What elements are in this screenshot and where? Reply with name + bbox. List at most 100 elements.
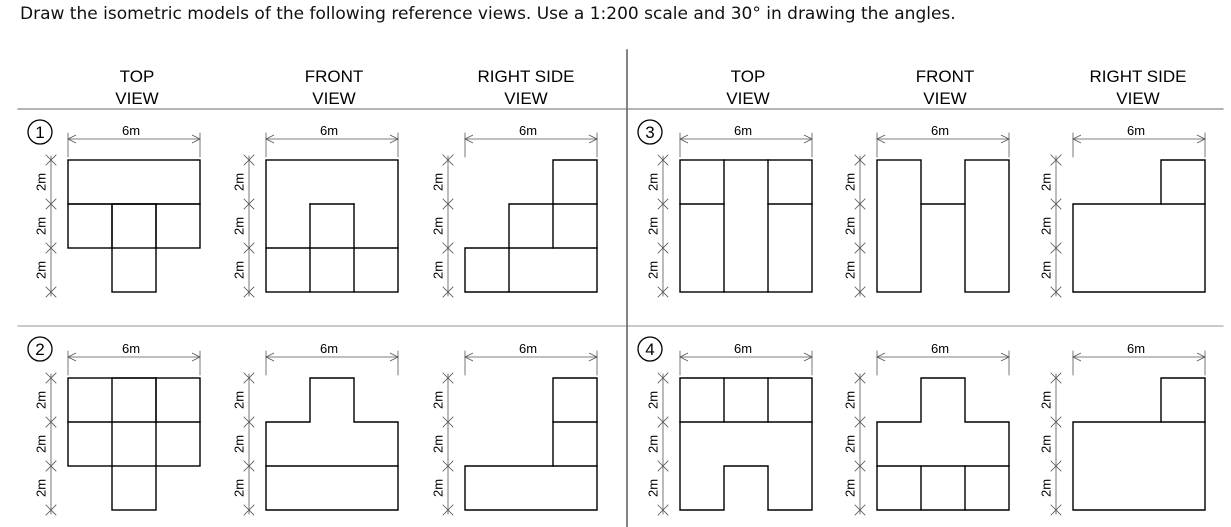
- dimension-tick: [657, 286, 669, 298]
- dimension-label-2m: 2m: [842, 217, 857, 235]
- dimension-tick: [854, 242, 866, 254]
- dimension-tick: [243, 460, 255, 472]
- dimension-tick: [1050, 460, 1062, 472]
- dimension-label-6m: 6m: [931, 123, 949, 138]
- view-outline: [1072, 377, 1206, 511]
- dimension-label-2m: 2m: [33, 261, 48, 279]
- dimension-tick: [442, 460, 454, 472]
- dimension-label-2m: 2m: [231, 217, 246, 235]
- view-outline: [679, 377, 813, 511]
- dimension-label-2m: 2m: [231, 261, 246, 279]
- dimension-tick: [854, 154, 866, 166]
- dimension-tick: [45, 286, 57, 298]
- dimension-label-2m: 2m: [645, 217, 660, 235]
- dimension-tick: [854, 416, 866, 428]
- dimension-tick: [854, 372, 866, 384]
- dimension-tick: [243, 416, 255, 428]
- dimension-label-2m: 2m: [33, 479, 48, 497]
- dimension-tick: [657, 372, 669, 384]
- header-top-line1: TOP: [731, 67, 766, 86]
- dimension-label-6m: 6m: [519, 123, 537, 138]
- problem-number-circle: [637, 119, 663, 145]
- dimension-tick: [45, 154, 57, 166]
- dimension-label-2m: 2m: [842, 435, 857, 453]
- view-outline: [464, 377, 598, 511]
- dimension-label-2m: 2m: [842, 479, 857, 497]
- dimension-label-2m: 2m: [842, 173, 857, 191]
- view-outline: [265, 377, 399, 511]
- dimension-label-6m: 6m: [320, 341, 338, 356]
- dimension-label-6m: 6m: [320, 123, 338, 138]
- dimension-label-2m: 2m: [1038, 261, 1053, 279]
- dimension-tick: [45, 372, 57, 384]
- dimension-label-2m: 2m: [231, 391, 246, 409]
- dimension-label-2m: 2m: [645, 391, 660, 409]
- dimension-label-2m: 2m: [645, 173, 660, 191]
- dimension-label-2m: 2m: [1038, 217, 1053, 235]
- dimension-label-2m: 2m: [1038, 173, 1053, 191]
- view-outline: [679, 159, 813, 293]
- dimension-tick: [442, 416, 454, 428]
- problem-number: 2: [35, 340, 44, 359]
- dimension-label-2m: 2m: [231, 173, 246, 191]
- dimension-tick: [442, 504, 454, 516]
- dimension-tick: [45, 460, 57, 472]
- header-top-line1: TOP: [120, 67, 155, 86]
- dimension-tick: [657, 154, 669, 166]
- header-front-line1: FRONT: [305, 67, 364, 86]
- view-outline: [464, 159, 598, 293]
- dimension-tick: [854, 460, 866, 472]
- dimension-tick: [442, 154, 454, 166]
- dimension-label-2m: 2m: [645, 479, 660, 497]
- dimension-label-6m: 6m: [1127, 341, 1145, 356]
- dimension-tick: [854, 198, 866, 210]
- header-right-line2: VIEW: [504, 89, 547, 108]
- dimension-label-6m: 6m: [734, 341, 752, 356]
- view-outline: [876, 159, 922, 293]
- dimension-tick: [657, 504, 669, 516]
- dimension-label-2m: 2m: [430, 173, 445, 191]
- view-p1f: 6m 2m 2m 2m: [231, 123, 399, 298]
- problem-number-circle: [27, 119, 53, 145]
- dimension-tick: [442, 372, 454, 384]
- view-outline: [876, 377, 1010, 511]
- header-front-line1: FRONT: [916, 67, 975, 86]
- dimension-label-2m: 2m: [430, 261, 445, 279]
- dimension-tick: [657, 242, 669, 254]
- dimension-tick: [854, 504, 866, 516]
- dimension-label-2m: 2m: [645, 261, 660, 279]
- dimension-tick: [243, 504, 255, 516]
- dimension-label-2m: 2m: [842, 261, 857, 279]
- dimension-label-2m: 2m: [430, 479, 445, 497]
- dimension-tick: [1050, 504, 1062, 516]
- dimension-label-2m: 2m: [1038, 391, 1053, 409]
- dimension-label-2m: 2m: [1038, 479, 1053, 497]
- dimension-label-2m: 2m: [430, 435, 445, 453]
- dimension-tick: [1050, 242, 1062, 254]
- dimension-label-2m: 2m: [33, 391, 48, 409]
- view-p3f: 6m 2m 2m 2m: [842, 123, 1010, 298]
- dimension-tick: [1050, 286, 1062, 298]
- problem-number: 3: [645, 123, 654, 142]
- header-right-line1: RIGHT SIDE: [478, 67, 575, 86]
- dimension-label-6m: 6m: [519, 341, 537, 356]
- problem-number-circle: [637, 336, 663, 362]
- view-outline: [67, 159, 201, 205]
- dimension-tick: [1050, 154, 1062, 166]
- dimension-tick: [854, 286, 866, 298]
- dimension-label-6m: 6m: [1127, 123, 1145, 138]
- dimension-tick: [1050, 372, 1062, 384]
- dimension-tick: [243, 154, 255, 166]
- dimension-tick: [45, 416, 57, 428]
- dimension-tick: [1050, 198, 1062, 210]
